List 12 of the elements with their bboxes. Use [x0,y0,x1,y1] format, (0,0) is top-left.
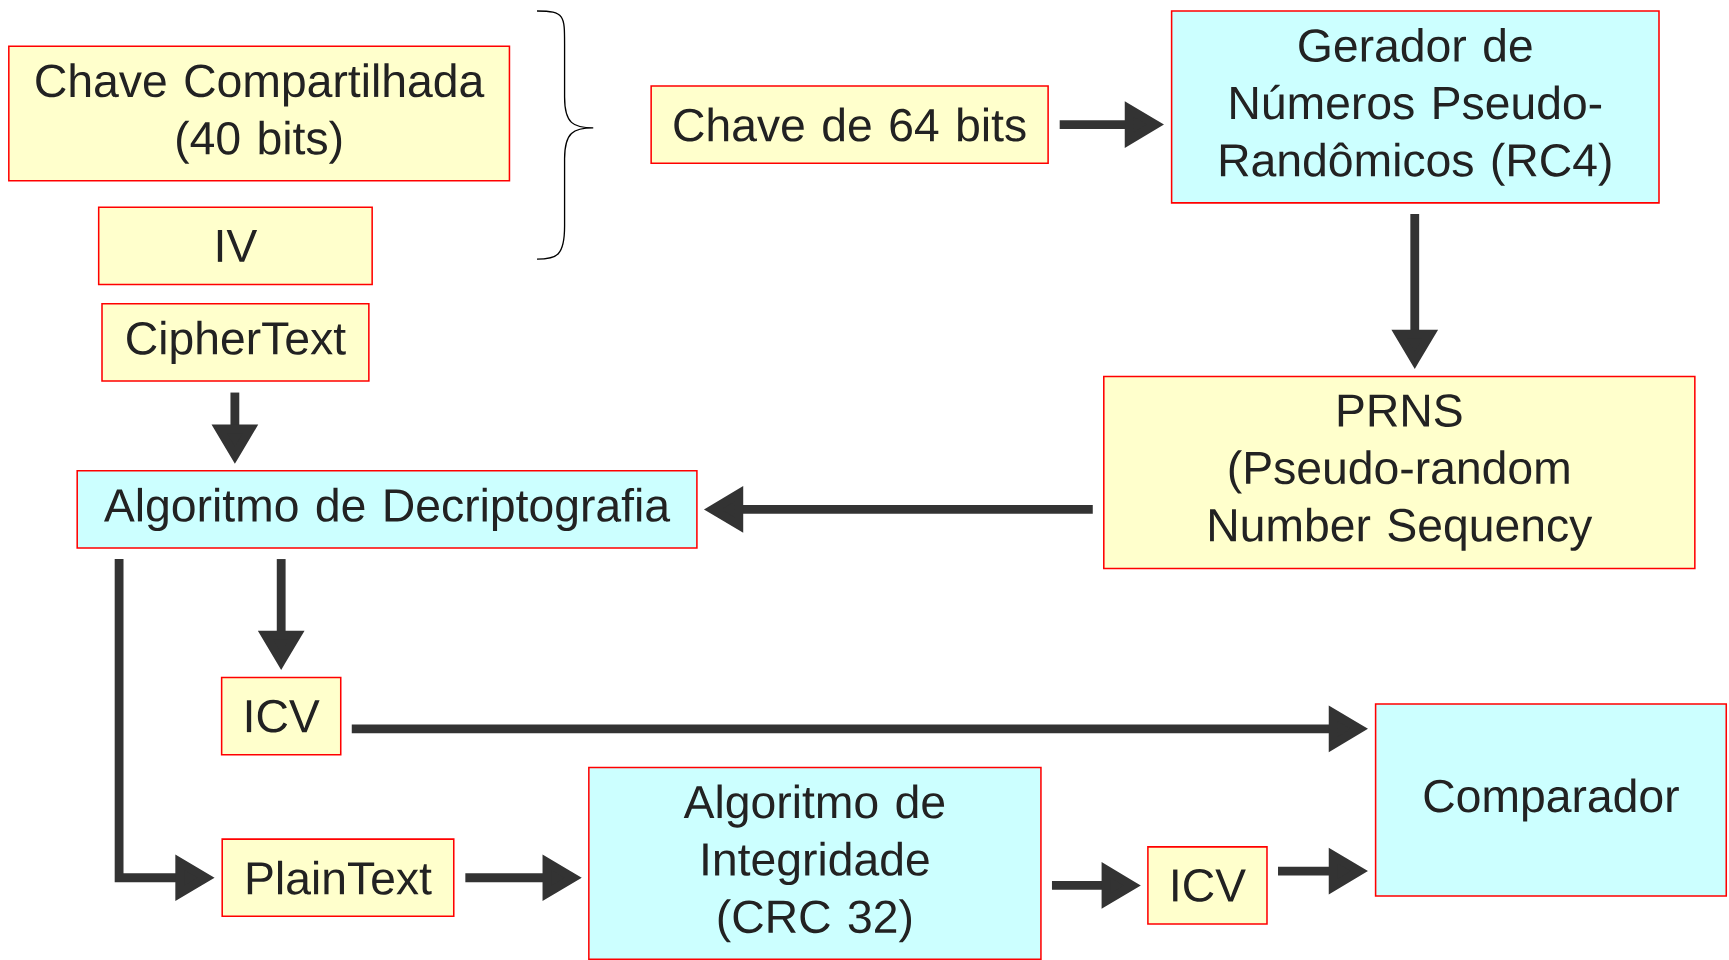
process-box: Comparador [1374,703,1728,897]
process-box: PRNS (Pseudo-random Number Sequency [1103,375,1696,569]
process-box: Chave de 64 bits [650,85,1049,164]
process-box: Algoritmo de Decriptografia [76,469,698,549]
process-box: Gerador de Números Pseudo-Randômicos (RC4) [1170,10,1660,204]
process-box: ICV [1147,845,1268,925]
process-box: PlainText [221,838,455,917]
process-box: Chave Compartilhada (40 bits) [8,45,511,182]
process-box: Algoritmo de Integridade (CRC 32) [588,766,1042,960]
process-box: ICV [220,676,342,756]
process-box: CipherText [101,302,370,382]
process-box: IV [97,206,373,286]
